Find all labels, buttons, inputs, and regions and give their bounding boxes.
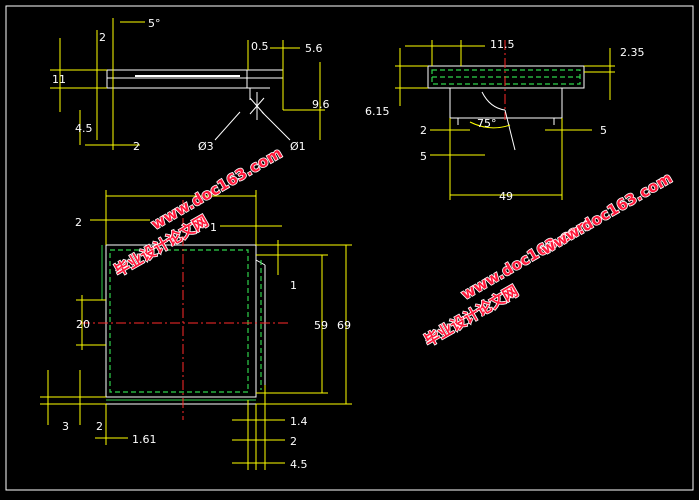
dim-text-5-left: 5 — [420, 150, 427, 163]
angle-75-leader — [504, 109, 516, 151]
dim-text-2-left: 2 — [420, 124, 427, 137]
dim-text-2-top: 2 — [99, 31, 106, 44]
leader-dia3 — [214, 111, 241, 141]
side-view-body — [106, 69, 248, 89]
front-view: 11.5 2.35 6.15 75° 2 5 5 49 — [365, 38, 645, 203]
watermark-3-url: www.doc163.com — [538, 169, 675, 259]
watermark-3: www.doc163.com — [537, 168, 676, 259]
angle-75-arc — [469, 121, 511, 129]
plan-view-inner-hidden — [109, 249, 249, 393]
dim-text-6-15: 6.15 — [365, 105, 390, 118]
dim-text-49: 49 — [499, 190, 513, 203]
watermark-1: www.doc163.com 毕业设计论文网 — [111, 143, 286, 281]
dim-text-3: 3 — [62, 420, 69, 433]
dim-text-2-br: 2 — [290, 435, 297, 448]
dim-text-4-5-br: 4.5 — [290, 458, 308, 471]
dim-text-11-5: 11.5 — [490, 38, 515, 51]
dim-text-75deg: 75° — [477, 117, 497, 130]
side-view: 5° 2 11 4.5 2 0.5 5.6 9.6 Ø3 Ø1 — [50, 17, 330, 153]
dim-text-20: 20 — [76, 318, 90, 331]
dim-text-9-6: 9.6 — [312, 98, 330, 111]
dim-text-1-4: 1.4 — [290, 415, 308, 428]
dim-text-2-topleft: 2 — [75, 216, 82, 229]
front-view-arc — [481, 91, 506, 111]
drawing-frame — [5, 5, 694, 491]
dim-text-dia1: Ø1 — [290, 140, 306, 153]
front-view-body — [449, 87, 563, 119]
dim-text-4-5: 4.5 — [75, 122, 93, 135]
dim-text-59: 59 — [314, 319, 328, 332]
dim-text-1-right: 1 — [290, 279, 297, 292]
dim-text-2-bl: 2 — [96, 420, 103, 433]
dim-text-5deg: 5° — [148, 17, 161, 30]
dim-text-11: 11 — [52, 73, 66, 86]
dim-text-69: 69 — [337, 319, 351, 332]
plan-view: 2 1 1 20 59 69 3 2 1.61 1.4 2 4.5 — [40, 190, 352, 471]
plan-view-outline — [105, 244, 257, 398]
dim-text-dia3: Ø3 — [198, 140, 214, 153]
dim-text-1-61: 1.61 — [132, 433, 157, 446]
dim-text-5-right: 5 — [600, 124, 607, 137]
dim-text-2-bottom: 2 — [133, 140, 140, 153]
dim-text-1-top: 1 — [210, 221, 217, 234]
dim-text-5-6: 5.6 — [305, 42, 323, 55]
dim-text-0-5: 0.5 — [251, 40, 269, 53]
leader-dia1 — [261, 111, 291, 141]
dim-text-2-35: 2.35 — [620, 46, 645, 59]
